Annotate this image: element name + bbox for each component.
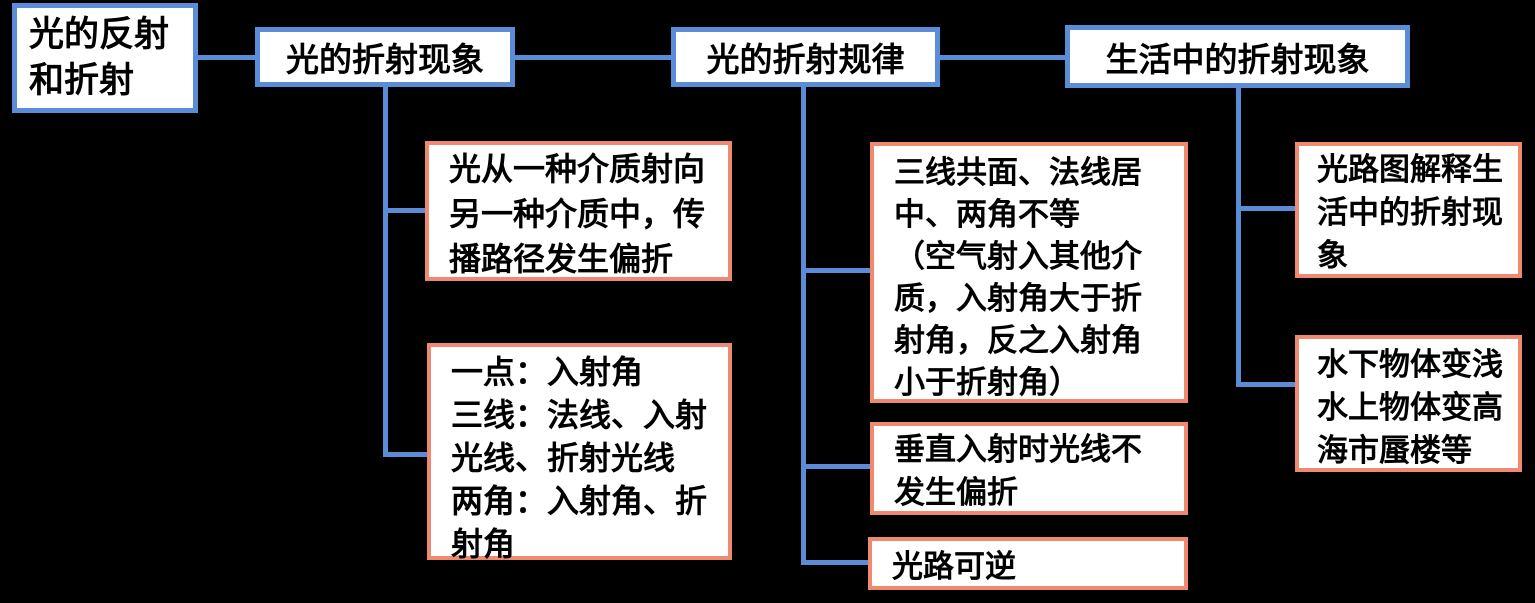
branch-to-examples [1236,382,1295,387]
branch-node-refraction-phenomenon: 光的折射现象 [255,27,515,87]
branch-to-ray-diagram [1236,206,1295,211]
branch-to-elements [383,452,427,457]
trunk-law [801,87,806,565]
leaf-node-reversible-light-path: 光路可逆 [868,537,1188,590]
branch-to-rule-detail [801,268,870,273]
branch-to-definition [383,208,425,213]
leaf-node-perpendicular-incidence: 垂直入射时光线不 发生偏折 [870,422,1188,515]
leaf-node-three-lines-coplanar-rule: 三线共面、法线居 中、两角不等 （空气射入其他介 质，入射角大于折 射角，反之入… [870,142,1188,403]
branch-node-refraction-in-life: 生活中的折射现象 [1065,25,1410,88]
root-node-light-reflection-and-refraction: 光的反射 和折射 [12,3,198,113]
connector-law-to-life [940,55,1065,60]
leaf-node-refraction-definition: 光从一种介质射向 另一种介质中，传 播路径发生偏折 [425,141,732,281]
branch-to-perpendicular [801,464,870,469]
trunk-phenomenon [383,87,388,457]
branch-node-refraction-law: 光的折射规律 [671,27,940,87]
branch-to-reversible [801,560,868,565]
trunk-life [1236,88,1241,387]
leaf-node-refraction-examples: 水下物体变浅 水上物体变高 海市蜃楼等 [1295,335,1522,472]
connector-phenomenon-to-law [515,55,671,60]
leaf-node-one-point-three-lines-two-angles: 一点：入射角 三线：法线、入射 光线、折射光线 两角：入射角、折 射角 [427,343,732,562]
connector-root-to-phenomenon [198,55,255,60]
leaf-node-ray-diagram-explanation: 光路图解释生 活中的折射现 象 [1295,142,1522,278]
